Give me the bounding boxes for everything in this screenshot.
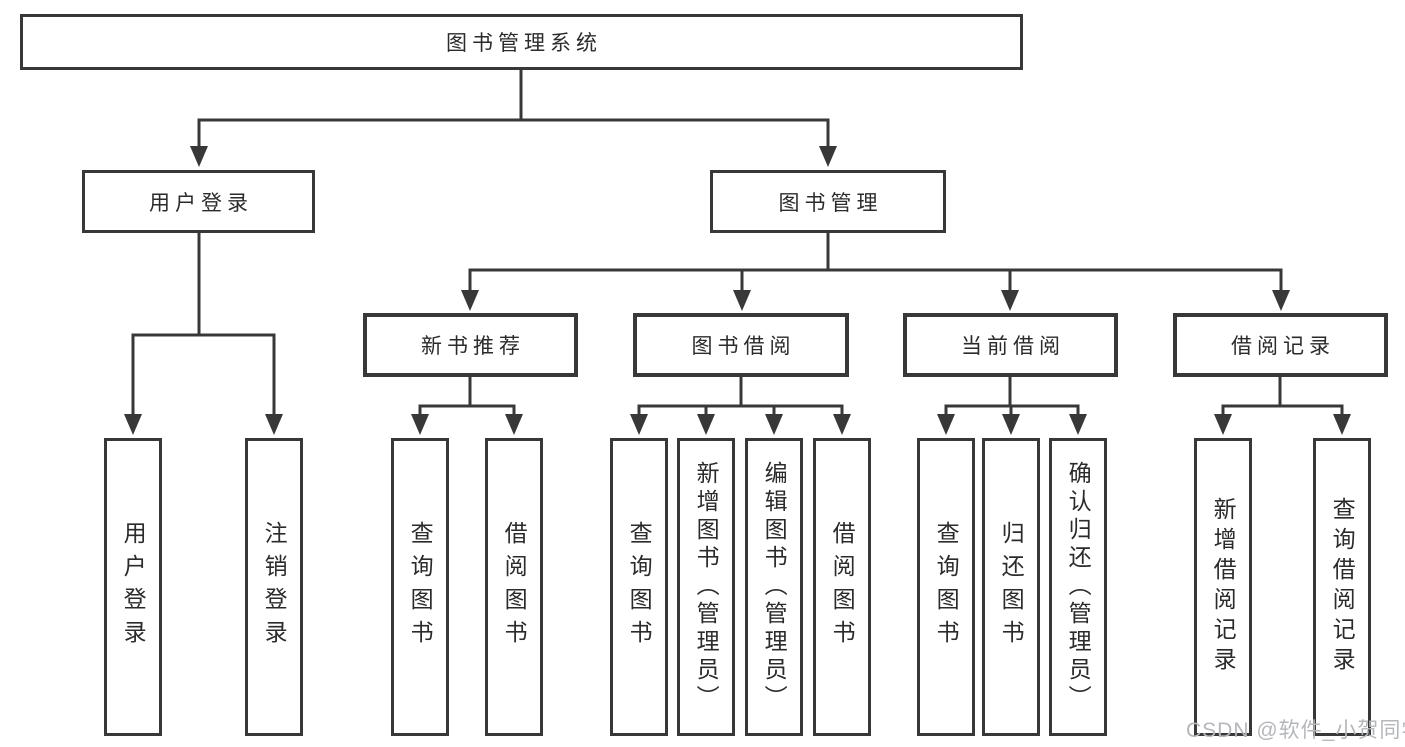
leaf-user-login-label: 用户登录: [120, 521, 147, 653]
leaf-records-add-label: 新增借阅记录: [1210, 497, 1237, 677]
leaf-book-borrow-query: 查询图书: [610, 438, 668, 736]
node-borrow-records: 借阅记录: [1173, 313, 1388, 377]
node-book-management-label: 图书管理: [778, 191, 883, 215]
leaf-book-borrow-edit: 编辑图书（管理员）: [745, 438, 803, 736]
connector-book-borrow-to-leaves: [630, 377, 851, 435]
leaf-new-books-borrow-label: 借阅图书: [501, 521, 528, 653]
leaf-current-borrow-return: 归还图书: [982, 438, 1040, 736]
node-book-management: 图书管理: [710, 170, 946, 233]
leaf-records-query: 查询借阅记录: [1313, 438, 1371, 736]
csdn-watermark: CSDN @软件_小贺同学: [1186, 719, 1405, 742]
leaf-current-borrow-query-label: 查询图书: [933, 521, 960, 653]
leaf-book-borrow-add-label: 新增图书（管理员）: [693, 461, 720, 713]
node-user-login-label: 用户登录: [149, 191, 253, 215]
leaf-current-borrow-query: 查询图书: [917, 438, 975, 736]
leaf-book-borrow-borrow-label: 借阅图书: [829, 521, 856, 653]
leaf-new-books-query: 查询图书: [391, 438, 449, 736]
leaf-current-borrow-confirm: 确认归还（管理员）: [1049, 438, 1107, 736]
connector-current-borrow-to-leaves: [937, 377, 1087, 435]
leaf-user-login: 用户登录: [104, 438, 162, 736]
leaf-records-add: 新增借阅记录: [1194, 438, 1252, 736]
connector-user-login-to-leaves: [124, 233, 283, 435]
node-root-label: 图书管理系统: [446, 32, 602, 55]
leaf-current-borrow-return-label: 归还图书: [998, 521, 1025, 653]
leaf-records-query-label: 查询借阅记录: [1329, 497, 1356, 677]
leaf-book-borrow-query-label: 查询图书: [626, 521, 653, 653]
node-current-borrow-label: 当前借阅: [961, 335, 1065, 358]
leaf-book-borrow-edit-label: 编辑图书（管理员）: [761, 461, 788, 713]
leaf-logout: 注销登录: [245, 438, 303, 736]
leaf-logout-label: 注销登录: [261, 521, 288, 653]
leaf-new-books-query-label: 查询图书: [407, 521, 434, 653]
node-new-books: 新书推荐: [363, 313, 578, 377]
leaf-current-borrow-confirm-label: 确认归还（管理员）: [1065, 461, 1092, 713]
node-borrow-records-label: 借阅记录: [1231, 335, 1335, 358]
leaf-book-borrow-add: 新增图书（管理员）: [677, 438, 735, 736]
node-user-login: 用户登录: [82, 170, 315, 233]
node-book-borrow-label: 图书借阅: [691, 335, 796, 358]
connector-root-to-level2: [190, 70, 837, 167]
node-book-borrow: 图书借阅: [633, 313, 849, 377]
leaf-new-books-borrow: 借阅图书: [485, 438, 543, 736]
node-root: 图书管理系统: [20, 14, 1023, 70]
leaf-book-borrow-borrow: 借阅图书: [813, 438, 871, 736]
node-new-books-label: 新书推荐: [421, 335, 525, 358]
connector-borrow-records-to-leaves: [1214, 377, 1351, 435]
connector-new-books-to-leaves: [411, 377, 523, 435]
connector-book-management-to-sections: [461, 233, 1290, 311]
node-current-borrow: 当前借阅: [903, 313, 1118, 377]
